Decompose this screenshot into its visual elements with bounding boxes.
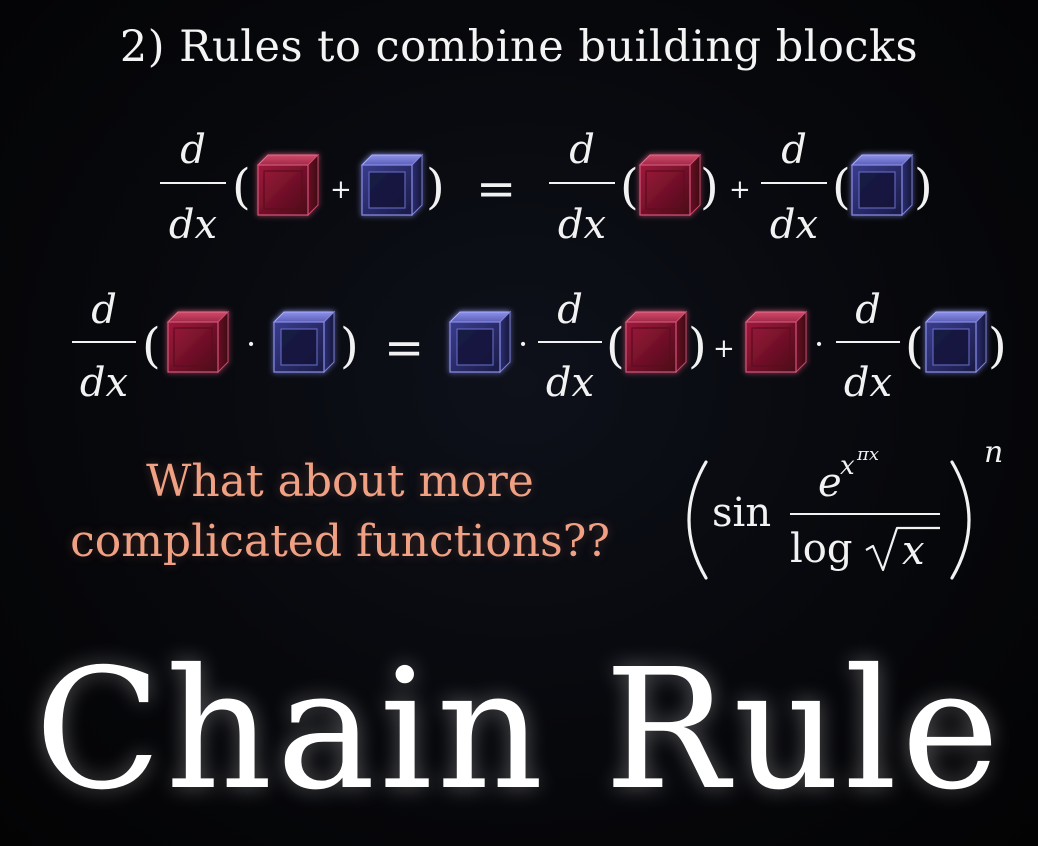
svg-text:x: x <box>840 451 855 481</box>
svg-text:dx: dx <box>844 360 892 406</box>
red-cube-icon <box>639 154 701 216</box>
red-cube-icon <box>167 311 229 373</box>
blue-cube-icon <box>925 311 987 373</box>
blue-cube-icon <box>361 154 423 216</box>
red-cube-icon <box>257 154 319 216</box>
svg-text:(: ( <box>232 159 251 215</box>
svg-text:·: · <box>518 325 528 363</box>
svg-text:dx: dx <box>80 360 128 406</box>
question-line: complicated functions?? <box>70 516 610 567</box>
svg-text:+: + <box>330 175 352 205</box>
svg-text:(: ( <box>142 318 161 374</box>
svg-text:·: · <box>814 325 824 363</box>
svg-text:(: ( <box>905 318 924 374</box>
derivative-operator: d dx <box>761 127 827 248</box>
svg-text:e: e <box>818 460 842 506</box>
question-text: What about more complicated functions?? <box>60 452 620 572</box>
svg-text:πx: πx <box>856 444 879 465</box>
complicated-function-formula: sin e x πx log x n <box>687 435 1003 580</box>
svg-text:): ) <box>700 159 719 215</box>
svg-text:): ) <box>914 159 933 215</box>
svg-text:): ) <box>988 318 1007 374</box>
svg-text:dx: dx <box>770 202 818 248</box>
svg-text:): ) <box>340 318 359 374</box>
svg-text:d: d <box>557 287 583 333</box>
svg-text:=: = <box>476 161 516 217</box>
svg-text:dx: dx <box>546 360 594 406</box>
derivative-operator: d dx <box>538 287 602 406</box>
derivative-operator: d dx <box>549 127 615 248</box>
red-cube-icon <box>745 311 807 373</box>
svg-text:·: · <box>246 325 256 363</box>
svg-text:): ) <box>688 318 707 374</box>
derivative-operator: d dx <box>836 287 900 406</box>
blue-cube-icon <box>449 311 511 373</box>
svg-text:log: log <box>790 526 852 572</box>
svg-text:dx: dx <box>169 202 217 248</box>
svg-text:d: d <box>781 127 807 173</box>
svg-text:sin: sin <box>712 490 771 536</box>
blue-cube-icon <box>273 311 335 373</box>
product-rule-equation: d dx ( · ) = · d dx ( ) + · d dx ( ) <box>72 287 1007 406</box>
svg-text:(: ( <box>606 318 625 374</box>
svg-text:(: ( <box>620 159 639 215</box>
svg-text:=: = <box>384 320 424 376</box>
chain-rule-title: Chain Rule <box>34 634 1004 827</box>
svg-text:dx: dx <box>558 202 606 248</box>
svg-text:x: x <box>902 528 925 574</box>
svg-text:d: d <box>569 127 595 173</box>
slide-heading: 2) Rules to combine building blocks <box>119 22 919 72</box>
svg-text:d: d <box>855 287 881 333</box>
svg-text:+: + <box>713 334 735 364</box>
question-line: What about more <box>146 456 534 507</box>
svg-text:n: n <box>984 435 1003 470</box>
svg-text:d: d <box>91 287 117 333</box>
svg-text:d: d <box>180 127 206 173</box>
red-cube-icon <box>625 311 687 373</box>
blue-cube-icon <box>851 154 913 216</box>
sum-rule-equation: d dx ( + ) = d dx ( ) + d dx ( ) <box>160 127 933 248</box>
derivative-operator: d dx <box>160 127 226 248</box>
svg-text:(: ( <box>832 159 851 215</box>
svg-text:+: + <box>729 175 751 205</box>
derivative-operator: d dx <box>72 287 136 406</box>
svg-text:): ) <box>426 159 445 215</box>
